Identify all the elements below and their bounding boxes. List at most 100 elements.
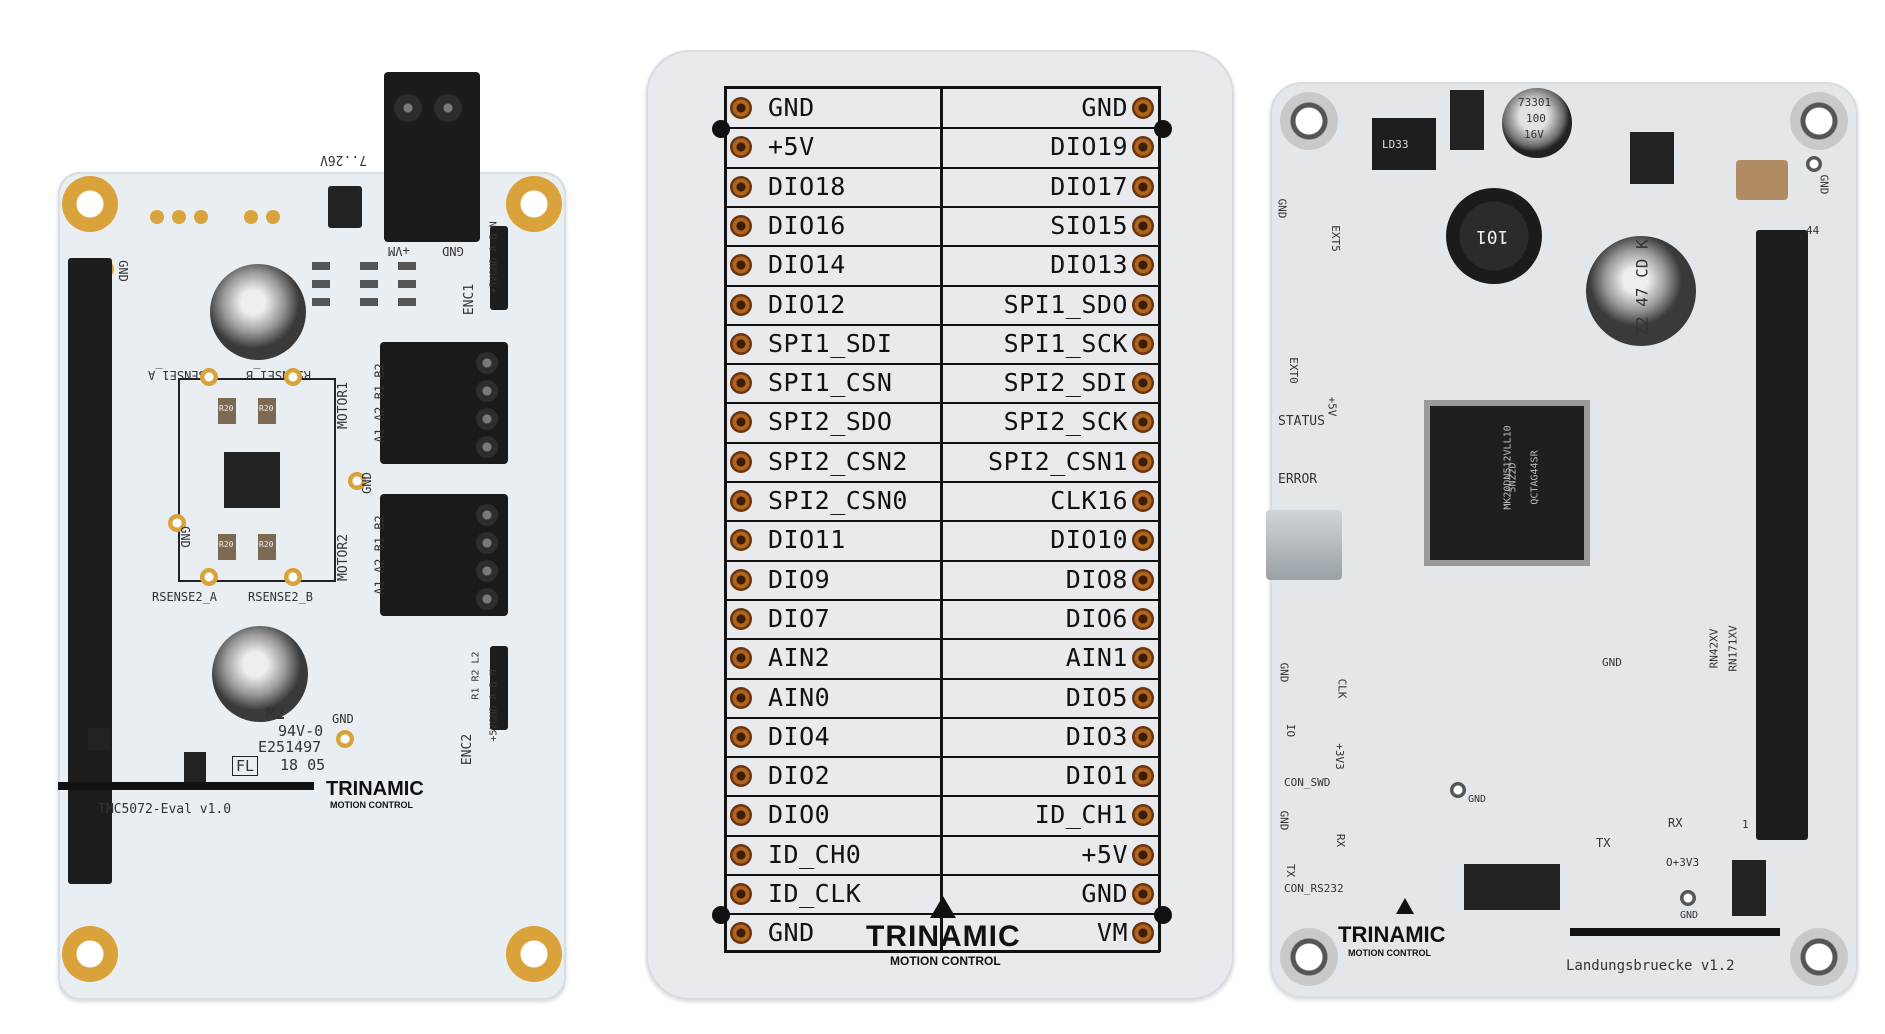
pin-label-left: DIO2	[768, 761, 831, 791]
enc1-label: ENC1	[462, 283, 478, 316]
sense-resistor	[258, 398, 276, 424]
voltage-label: 7..26V	[320, 152, 367, 167]
gnd-pad	[348, 472, 366, 490]
row-divider	[724, 795, 1160, 798]
rx-label: RX	[1668, 816, 1683, 830]
gnd-mid-label: GND	[1602, 656, 1622, 669]
l2-pins: R1 R2 L2	[470, 651, 482, 700]
pin-label-right: GND	[1081, 93, 1128, 122]
row-divider	[724, 834, 1160, 837]
row-divider	[724, 441, 1160, 444]
motor2-label: MOTOR2	[335, 534, 351, 581]
enc2-connector	[490, 646, 508, 730]
solder-pad	[730, 922, 752, 945]
pin-row: SPI2_CSN2 SPI2_CSN1	[646, 443, 1234, 481]
electrolytic-capacitor	[1502, 88, 1572, 158]
corner-dot	[1154, 120, 1172, 138]
voltage-regulator	[1372, 118, 1436, 170]
solder-pad	[730, 686, 752, 709]
rsense-pad	[200, 568, 218, 586]
rsense-pad	[284, 368, 302, 386]
resistor	[398, 280, 416, 288]
capacitor-mark: 73301	[1518, 96, 1552, 109]
solder-pad	[730, 175, 752, 198]
row-divider	[724, 166, 1160, 169]
via	[150, 210, 164, 224]
row-divider	[724, 127, 1160, 130]
mounting-hole	[506, 176, 562, 232]
ic	[88, 728, 110, 750]
via	[266, 210, 280, 224]
pin-label-left: DIO7	[768, 603, 831, 633]
bottom-bar	[58, 782, 314, 790]
gnd-pad	[336, 730, 354, 748]
solder-pad	[1132, 293, 1154, 316]
pin-label-left: SPI1_SDI	[768, 328, 893, 358]
resistor	[360, 262, 378, 270]
screw-icon	[434, 94, 462, 122]
gnd-pad	[1680, 890, 1696, 906]
pin-label-left: SPI2_SDO	[768, 407, 893, 437]
row-divider	[724, 363, 1160, 366]
capacitor-mark: 16V	[1524, 128, 1544, 141]
via	[172, 210, 186, 224]
plus5v-label: +5V	[1325, 396, 1339, 417]
screw-icon	[476, 352, 498, 374]
inductor	[1446, 188, 1542, 284]
solder-pad	[1132, 765, 1154, 788]
rating-label: 94V-0	[278, 722, 324, 740]
microcontroller	[1424, 400, 1590, 566]
rs232-pin-label: GND	[1277, 810, 1291, 831]
swd-pin-label: IO	[1284, 723, 1298, 738]
solder-pad	[730, 568, 752, 591]
ext5-label: EXT5	[1328, 225, 1342, 252]
row-divider	[724, 481, 1160, 483]
resistor	[398, 298, 416, 306]
resistor	[360, 280, 378, 288]
solder-pad	[730, 843, 752, 866]
screw-icon	[394, 94, 422, 122]
solder-pad	[730, 883, 752, 905]
via	[194, 210, 208, 224]
swd-pin-label: CLK	[1335, 678, 1349, 699]
ul-mark: M2	[266, 704, 286, 723]
landungsbruecke-board: LD33 73301 100 16V GND 101 Z2 47 CD K GN…	[1266, 82, 1858, 998]
solder-pad	[1132, 922, 1154, 945]
sense-resistor	[218, 534, 236, 560]
screw-icon	[476, 504, 498, 526]
resistor	[398, 262, 416, 270]
error-label: ERROR	[1278, 472, 1318, 487]
solder-pad	[1132, 843, 1154, 866]
pin-label-right: CLK16	[1050, 486, 1128, 515]
trinamic-logo: TRINAMIC	[326, 778, 424, 800]
pin-label-right: SPI2_CSN1	[988, 446, 1128, 476]
solder-pad	[1132, 411, 1154, 434]
gnd-mid-label: GND	[359, 472, 374, 494]
mounting-hole	[1790, 928, 1848, 986]
solder-pad	[1132, 686, 1154, 709]
rsense2-a-label: RSENSE2_A	[152, 590, 218, 604]
pin-label-right: SPI1_SDO	[1003, 289, 1128, 319]
resistor	[312, 280, 330, 288]
row-divider	[724, 598, 1160, 601]
sense-resistor-mark: R20	[219, 540, 234, 549]
rsense2-b-label: RSENSE2_B	[248, 590, 314, 604]
pin-label-left: DIO12	[768, 289, 846, 319]
pin-row: DIO12 SPI1_SDO	[646, 286, 1234, 324]
pin-label-left: SPI2_CSN2	[768, 446, 908, 476]
trinamic-logo: TRINAMIC	[1338, 922, 1446, 947]
gnd-mid2-label: GND	[1468, 794, 1487, 805]
rsense-pad	[200, 368, 218, 386]
pin-label-left: GND	[768, 93, 815, 122]
ic	[184, 752, 206, 782]
con-rs232-label: CON_RS232	[1284, 882, 1344, 895]
